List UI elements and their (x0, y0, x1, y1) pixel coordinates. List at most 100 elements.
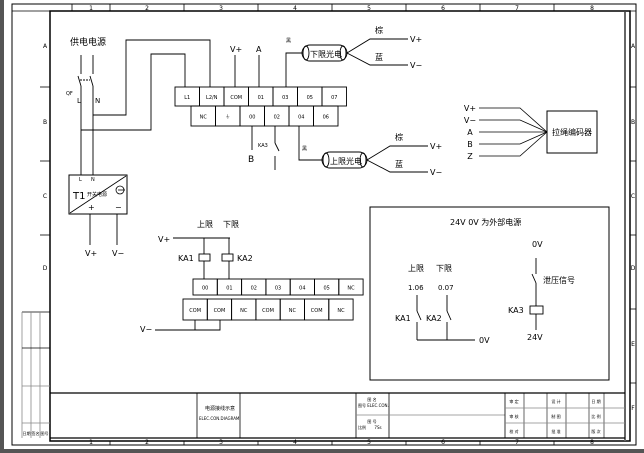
title-block-cell: 校 对 (509, 428, 518, 434)
ka3-bottom-label: 24V (527, 333, 543, 342)
relay-lower-label: 下限 (223, 220, 239, 229)
ext-ka2: KA2 (426, 314, 442, 323)
title-block-cell: 制 图 (551, 413, 560, 419)
upper-sensor-vplus: V+ (430, 142, 442, 151)
breaker-label: QF (66, 91, 73, 97)
ka3-coil-circuit (529, 258, 544, 330)
encoder-pin-label: Z (467, 152, 473, 161)
outer-border (11, 3, 637, 446)
terminal-label: 04 (298, 115, 304, 121)
relay-ka2: KA2 (237, 254, 253, 263)
encoder-wire (479, 107, 548, 133)
terminal-label: 00 (202, 286, 208, 292)
psu-t1 (68, 174, 128, 215)
ext-upper-label: 上限 (408, 264, 424, 273)
terminal-cell (338, 278, 364, 296)
external-title: 24V 0V 为外部电源 (450, 217, 521, 227)
zone-row-label: D (43, 265, 48, 272)
zone-row-label: B (43, 119, 47, 126)
psu-vplus: V+ (85, 249, 97, 258)
psu-output-wires (89, 214, 118, 245)
title-block-cell: 图 名 (367, 396, 376, 402)
encoder-pins: V+V−ABZ (464, 104, 548, 161)
lower-sensor-brown: 棕 (375, 25, 383, 35)
zone-col-label: 4 (293, 439, 297, 446)
encoder-pin-label: B (467, 140, 473, 149)
relay-upper-label: 上限 (197, 220, 213, 229)
terminal-label: 05 (307, 95, 313, 101)
plc-i01-label: A (256, 45, 262, 54)
terminal-label: 03 (275, 286, 281, 292)
upper-sensor-black: 黑 (302, 146, 307, 152)
terminal-label: 07 (331, 95, 337, 101)
terminal-label: NC (347, 286, 355, 292)
title-block (21, 311, 625, 439)
terminal-label: 04 (299, 286, 305, 292)
zone-col-label: 3 (219, 439, 223, 446)
terminal-label: L1 (184, 95, 190, 101)
terminal-label: ⏚ (225, 114, 230, 121)
lower-sensor-vplus: V+ (410, 35, 422, 44)
title-block-cell: 日 期 (591, 398, 600, 404)
psu-in-l: L (79, 177, 82, 183)
ext-ka1: KA1 (395, 314, 411, 323)
plc-com-vplus: V+ (230, 45, 242, 54)
power-supply-title: 供电电源 (70, 36, 106, 48)
zone-columns-bottom (109, 441, 555, 445)
terminal-label: 01 (226, 286, 232, 292)
title-drawing-name: 电源接线示意 (205, 405, 235, 412)
terminal-label: L2/N (206, 95, 218, 101)
zone-col-label: 7 (515, 5, 519, 12)
relay-vplus: V+ (158, 235, 170, 244)
title-block-cell: 批 准 (551, 428, 560, 434)
psu-in-n: N (91, 177, 95, 183)
lower-sensor-body (301, 38, 408, 66)
upper-sensor-body (321, 145, 428, 173)
page-edge-bottom (0, 449, 644, 453)
zone-col-label: 2 (145, 5, 149, 12)
zone-col-label: 2 (145, 439, 149, 446)
terminal-label: 02 (274, 115, 280, 121)
ka3-signal: 泄压信号 (543, 275, 575, 285)
upper-sensor-vminus: V− (430, 168, 442, 177)
encoder-pin-label: V+ (464, 104, 476, 113)
ka3-contact-label: KA3 (258, 143, 268, 149)
zone-col-label: 5 (367, 439, 371, 446)
external-power-box (369, 206, 610, 381)
title-block-cell: 审 核 (509, 413, 518, 419)
title-block-cell: ELEC.CON. (367, 403, 389, 408)
lower-sensor-blue: 蓝 (375, 52, 383, 62)
neutral-label: N (95, 97, 100, 105)
zone-col-label: 6 (441, 439, 445, 446)
zone-col-label: 7 (515, 439, 519, 446)
psu-minus: − (115, 203, 122, 212)
zone-row-label: F (631, 405, 635, 412)
terminal-label: 02 (251, 286, 257, 292)
title-block-side-label: 图号 (41, 430, 49, 436)
terminal-label: COM (262, 308, 274, 314)
title-block-cell: 比 例 (591, 413, 600, 419)
relay-ka1: KA1 (178, 254, 194, 263)
zone-rows (40, 86, 636, 384)
ka3-contact (274, 126, 280, 170)
zone-col-label: 8 (590, 5, 594, 12)
relay-vminus: V− (140, 325, 152, 334)
terminal-cell (328, 298, 354, 321)
zone-col-label: 1 (89, 5, 93, 12)
upper-sensor-brown: 棕 (395, 132, 403, 142)
encoder-pin-label: A (467, 128, 473, 137)
terminal-label: 06 (323, 115, 329, 121)
upper-sensor-blue: 蓝 (395, 159, 403, 169)
title-drawing-sub: ELEC.CON.DIAGRAM (199, 416, 240, 421)
title-block-side-label: 签名 (32, 430, 40, 436)
encoder-wire (479, 131, 548, 145)
zone-col-label: 5 (367, 5, 371, 12)
zone-col-label: 1 (89, 439, 93, 446)
ext-upper-addr: 1.06 (408, 284, 424, 292)
terminal-label: 05 (323, 286, 329, 292)
zone-col-label: 8 (590, 439, 594, 446)
title-block-cell: 版 次 (591, 428, 600, 434)
psu-label: T1 (72, 191, 85, 202)
zone-row-label: B (631, 119, 635, 126)
